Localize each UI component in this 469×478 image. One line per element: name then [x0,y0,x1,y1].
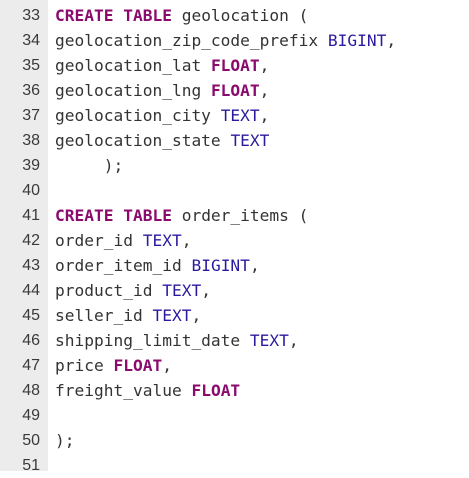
line-number: 49 [22,407,40,424]
code-line[interactable]: geolocation_city TEXT, [55,103,469,128]
line-number: 34 [22,32,40,49]
line-number: 37 [22,107,40,124]
code-text: , [162,356,172,375]
code-text: seller_id [55,306,153,325]
line-number: 39 [22,157,40,174]
code-text: , [249,256,260,275]
code-text: ); [55,156,124,175]
line-number: 43 [22,257,40,274]
code-text: order_id [55,231,143,250]
sql-type: BIGINT [191,256,250,275]
code-line[interactable]: geolocation_state TEXT [55,128,469,153]
code-line[interactable]: geolocation_lng FLOAT, [55,78,469,103]
line-number: 45 [22,307,40,324]
code-text: freight_value [55,381,192,400]
line-number: 44 [22,282,40,299]
code-line[interactable]: geolocation_lat FLOAT, [55,53,469,78]
sql-type: BIGINT [327,31,387,50]
code-line[interactable]: order_id TEXT, [55,228,469,253]
code-line[interactable]: seller_id TEXT, [55,303,469,328]
sql-type: TEXT [230,131,270,150]
code-text: geolocation_zip_code_prefix [55,31,328,50]
sql-type: TEXT [142,231,182,250]
code-text: , [259,81,270,100]
code-text: product_id [55,281,163,300]
sql-keyword: FLOAT [191,381,241,400]
line-number: 48 [22,382,40,399]
code-text: , [386,31,397,50]
code-text: order_items ( [171,206,309,225]
line-number: 35 [22,57,40,74]
code-line[interactable]: freight_value FLOAT [55,378,469,403]
code-line[interactable]: order_item_id BIGINT, [55,253,469,278]
line-number: 40 [22,182,40,199]
code-text: geolocation ( [171,6,309,25]
code-text: , [259,56,270,75]
code-line[interactable]: geolocation_zip_code_prefix BIGINT, [55,28,469,53]
sql-keyword: CREATE TABLE [55,6,172,25]
code-line[interactable]: price FLOAT, [55,353,469,378]
code-text: price [55,356,114,375]
code-line[interactable] [55,178,469,203]
line-number: 33 [22,7,40,24]
code-line[interactable]: shipping_limit_date TEXT, [55,328,469,353]
code-area[interactable]: CREATE TABLE geolocation (geolocation_zi… [48,0,469,471]
sql-type: TEXT [220,106,260,125]
code-text: shipping_limit_date [55,331,250,350]
code-text: geolocation_state [55,131,231,150]
sql-type: TEXT [152,306,192,325]
code-line[interactable] [55,453,469,478]
code-text: , [191,306,202,325]
line-number: 42 [22,232,40,249]
sql-keyword: FLOAT [113,356,163,375]
code-text: ); [55,431,75,450]
code-text: geolocation_lng [55,81,211,100]
code-line[interactable]: product_id TEXT, [55,278,469,303]
sql-keyword: FLOAT [210,81,260,100]
code-line[interactable] [55,403,469,428]
sql-type: TEXT [249,331,289,350]
code-text: geolocation_lat [55,56,211,75]
code-line[interactable]: CREATE TABLE geolocation ( [55,3,469,28]
code-line[interactable]: ); [55,428,469,453]
code-line[interactable]: CREATE TABLE order_items ( [55,203,469,228]
line-number: 36 [22,82,40,99]
line-number-gutter: 33 34 35 36 37 38 39 40 41 42 43 44 45 46 47 48 49 50 51 [0,0,48,474]
code-text: order_item_id [55,256,192,275]
code-text: geolocation_city [55,106,221,125]
line-number: 41 [22,207,40,224]
code-text: , [288,331,299,350]
code-line[interactable]: ); [55,153,469,178]
line-number: 50 [22,432,40,449]
line-number: 46 [22,332,40,349]
code-text: , [201,281,211,300]
line-number: 51 [22,457,40,474]
code-text: , [181,231,192,250]
sql-type: TEXT [162,281,202,300]
line-number: 47 [22,357,40,374]
code-text: , [259,106,270,125]
sql-keyword: FLOAT [210,56,260,75]
line-number: 38 [22,132,40,149]
sql-keyword: CREATE TABLE [55,206,172,225]
